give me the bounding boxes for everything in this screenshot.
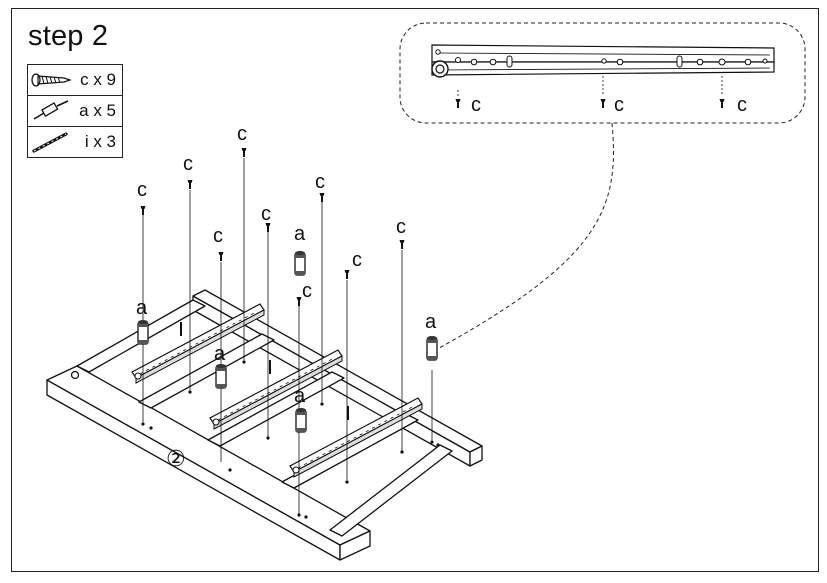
screw-icon [31, 73, 72, 87]
label-c: c [183, 153, 193, 175]
label-c: c [237, 123, 247, 145]
parts-list: c x 9 a x 5 i x 3 [27, 64, 123, 158]
label-a: a [294, 385, 306, 407]
rod-group [180, 322, 349, 420]
guide-lines [142, 158, 433, 515]
dowel-icon [33, 100, 69, 120]
step-title: step 2 [28, 20, 109, 52]
page-frame [11, 8, 819, 572]
parts-label-rod: i x 3 [84, 132, 116, 151]
parts-label-screw: c x 9 [80, 70, 116, 89]
frame-number: ② [166, 447, 186, 472]
parts-label-dowel: a x 5 [79, 101, 116, 120]
detail-screw-2 [600, 76, 606, 108]
detail-callout: c c c [399, 22, 806, 353]
detail-label-c3: c [737, 94, 747, 116]
label-c: c [302, 280, 312, 302]
detail-screw-3 [719, 76, 725, 108]
screw-group [140, 148, 405, 306]
slide-rail-detail [431, 44, 775, 78]
label-c: c [315, 171, 325, 193]
label-c: c [396, 216, 406, 238]
label-a: a [136, 297, 148, 319]
detail-label-c1: c [471, 94, 481, 116]
label-c: c [352, 249, 362, 271]
label-a: a [425, 311, 437, 333]
parts-row-dowel: a x 5 [27, 95, 123, 127]
label-a: a [214, 343, 226, 365]
detail-screw-1 [455, 90, 461, 108]
parts-row-rod: i x 3 [27, 126, 123, 158]
detail-label-c2: c [614, 94, 624, 116]
label-c: c [261, 203, 271, 225]
rod-icon [32, 132, 68, 153]
callout-labels: c c c c c c c c c a a a a a [136, 123, 437, 407]
label-c: c [213, 225, 223, 247]
frame-number-badge: ② [166, 447, 186, 472]
label-a: a [294, 223, 306, 245]
label-c: c [137, 179, 147, 201]
mounting-holes [141, 360, 440, 519]
bed-frame [46, 289, 483, 561]
